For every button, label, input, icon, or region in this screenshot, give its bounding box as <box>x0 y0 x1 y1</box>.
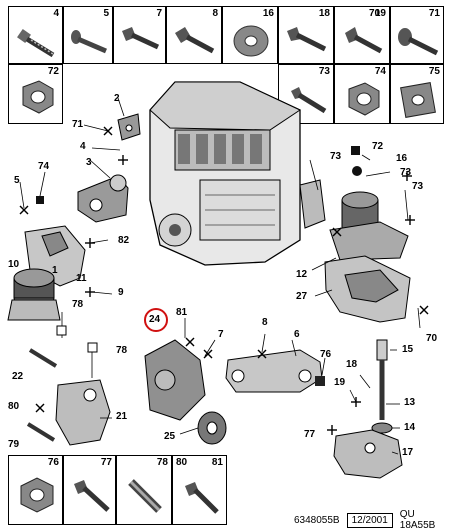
callout-14: 14 <box>404 422 416 433</box>
bolt-icon <box>185 482 219 514</box>
part-cell-4[interactable]: 4 <box>8 6 63 64</box>
part-number: 4 <box>53 8 59 19</box>
part-number: 76 <box>47 457 59 468</box>
callout-15: 15 <box>402 344 414 355</box>
part-number: 72 <box>47 66 59 77</box>
stud-icon <box>71 30 107 54</box>
part-number: 77 <box>100 457 112 468</box>
callout-11: 11 <box>76 273 87 284</box>
part-cell-8[interactable]: 8 <box>166 6 222 64</box>
callout-78b: 78 <box>116 345 128 356</box>
part-cell-7[interactable]: 7 <box>113 6 166 64</box>
callout-77: 77 <box>304 429 316 440</box>
callout-5: 5 <box>14 175 20 186</box>
callout-82: 82 <box>118 235 130 246</box>
callout-19: 19 <box>334 377 346 388</box>
callout-81: 81 <box>176 307 188 318</box>
callout-18: 18 <box>346 359 358 370</box>
bolt-icon <box>287 27 327 52</box>
callout-1: 1 <box>52 265 58 276</box>
part-number: 8 <box>212 8 218 19</box>
part-cell-71[interactable]: 71 <box>390 6 444 64</box>
nut-icon <box>348 82 380 116</box>
part-cell-16[interactable]: 16 <box>222 6 278 64</box>
engine-block <box>149 81 326 266</box>
bolt-icon <box>291 87 327 114</box>
bolt-icon <box>345 27 383 54</box>
callout-79: 79 <box>8 439 20 450</box>
part-number: 78 <box>156 457 168 468</box>
callout-4: 4 <box>80 141 86 152</box>
callout-17: 17 <box>402 447 414 458</box>
nut-icon <box>22 80 54 114</box>
callout-73c: 73 <box>412 181 424 192</box>
diagram-code: QU 18A55B <box>399 509 436 531</box>
part-number: 16 <box>262 8 274 19</box>
washer-icon <box>233 25 269 57</box>
callout-7: 7 <box>218 329 224 340</box>
callout-9: 9 <box>118 287 124 298</box>
part-number: 80 <box>176 457 188 468</box>
callout-74: 74 <box>38 161 50 172</box>
callout-70: 70 <box>426 333 438 344</box>
callout-71: 71 <box>72 119 84 130</box>
part-number: 81 <box>211 457 223 468</box>
part-cell-72[interactable]: 72 <box>8 64 63 124</box>
diagram-ref: 6348055B <box>294 514 340 526</box>
callout-22: 22 <box>12 371 24 382</box>
callout-13: 13 <box>404 397 416 408</box>
callout-21: 21 <box>116 411 128 422</box>
part-number: 75 <box>428 66 440 77</box>
bolt-icon <box>122 27 160 50</box>
footer-reference: 6348055B 12/2001 QU 18A55B <box>290 509 450 531</box>
highlight-circle <box>144 308 168 332</box>
callout-80: 80 <box>8 401 20 412</box>
part-number: 73 <box>318 66 330 77</box>
callout-25: 25 <box>164 431 176 442</box>
part-cell-74[interactable]: 74 <box>334 64 390 124</box>
part-cell-5[interactable]: 5 <box>63 6 113 64</box>
nut-icon <box>20 477 54 513</box>
callout-73a: 73 <box>330 151 342 162</box>
part-cell-19[interactable]: 19 70 <box>334 6 390 64</box>
callout-16: 16 <box>396 153 408 164</box>
part-cell-78[interactable]: 78 <box>116 455 172 525</box>
part-cell-77[interactable]: 77 <box>63 455 116 525</box>
part-number: 70 <box>369 8 381 19</box>
callout-8: 8 <box>262 317 268 328</box>
callout-76: 76 <box>320 349 332 360</box>
part-number: 74 <box>374 66 386 77</box>
callout-78a: 78 <box>72 299 84 310</box>
callout-3: 3 <box>86 157 92 168</box>
diagram-date: 12/2001 <box>346 512 393 528</box>
part-number: 71 <box>428 8 440 19</box>
callout-73b: 73 <box>400 167 412 178</box>
part-number: 7 <box>156 8 162 19</box>
callout-6: 6 <box>294 329 300 340</box>
bolt-icon <box>74 480 110 512</box>
bolt-icon <box>17 29 55 58</box>
part-cell-75[interactable]: 75 <box>390 64 444 124</box>
flange-bolt-icon <box>398 28 439 56</box>
sleeve-icon <box>128 479 162 513</box>
callout-12: 12 <box>296 269 308 280</box>
bolt-icon <box>175 27 215 54</box>
callout-72: 72 <box>372 141 384 152</box>
callout-27: 27 <box>296 291 308 302</box>
part-number: 19 <box>374 8 386 19</box>
part-cell-80[interactable]: 80 81 <box>172 455 227 525</box>
part-cell-76[interactable]: 76 <box>8 455 63 525</box>
part-number: 18 <box>318 8 330 19</box>
part-number: 5 <box>103 8 109 19</box>
square-nut-icon <box>400 82 436 118</box>
callout-2: 2 <box>114 93 120 104</box>
part-cell-18[interactable]: 18 <box>278 6 334 64</box>
callout-10: 10 <box>8 259 20 270</box>
